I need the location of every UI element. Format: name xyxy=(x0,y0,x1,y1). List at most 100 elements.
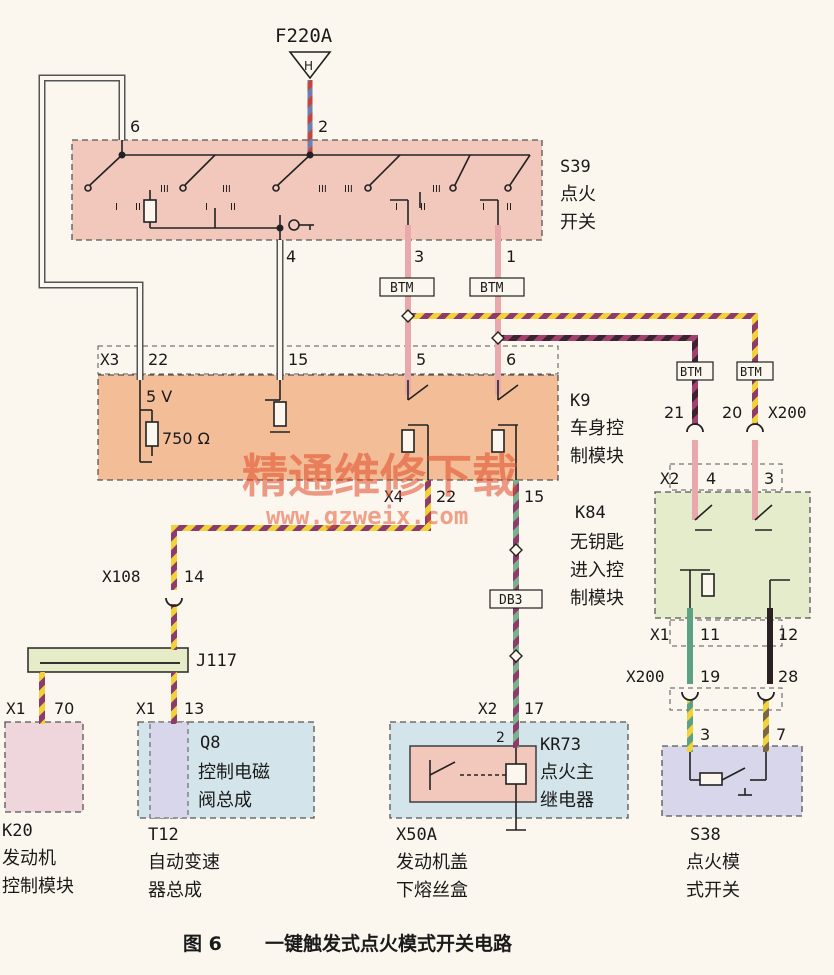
kr73-internals xyxy=(429,748,527,831)
db3-label: DB3 xyxy=(499,593,522,608)
s39-name-1: 点火 xyxy=(560,184,596,205)
j117-splice-bar xyxy=(27,647,189,673)
pin-12: 12 xyxy=(778,625,798,644)
btm-label-4: BTM xyxy=(740,365,762,379)
caption-fig: 图 6 xyxy=(183,933,222,955)
s39-junction-6 xyxy=(118,151,126,159)
s39-name-2: 开关 xyxy=(560,212,596,233)
t12-name-1: 自动变速 xyxy=(148,852,220,873)
pin-4b: 4 xyxy=(706,469,716,488)
x1-k84-label: X1 xyxy=(650,625,669,644)
pos-II-1: II xyxy=(135,202,141,213)
pin-14: 14 xyxy=(184,567,204,586)
pos-I-6: I xyxy=(482,202,485,213)
pin-7: 7 xyxy=(776,725,786,744)
pin-17: 17 xyxy=(524,699,544,718)
k84-name-1: 无钥匙 xyxy=(570,532,624,553)
s39-code: S39 xyxy=(560,157,591,177)
x200-upper-label: X200 xyxy=(768,403,807,422)
k84-name-3: 制模块 xyxy=(570,588,624,609)
btm-tag-x200-20 xyxy=(736,361,774,381)
s38-name-1: 点火模 xyxy=(686,852,740,873)
x1-q8-label: X1 xyxy=(136,699,155,718)
pos-I-1: I xyxy=(115,202,118,213)
x50a-code: X50A xyxy=(396,825,437,845)
pin-15: 15 xyxy=(288,350,308,369)
t12-inner-box xyxy=(149,721,189,819)
pin-22: 22 xyxy=(148,350,168,369)
t12-code: T12 xyxy=(148,825,179,845)
k20-code: K20 xyxy=(2,821,33,841)
watermark-url: www.gzweix.com xyxy=(266,502,468,530)
pin-22b: 22 xyxy=(436,487,456,506)
pos-III-2: III xyxy=(222,184,231,195)
pos-III-4: III xyxy=(344,184,353,195)
x50a-name-1: 发动机盖 xyxy=(396,852,468,873)
pin-1: 1 xyxy=(506,247,516,266)
btm-tag-pin1 xyxy=(469,277,525,297)
k9-name-1: 车身控 xyxy=(570,418,624,439)
kr73-name-2: 继电器 xyxy=(540,790,594,811)
pin-4: 4 xyxy=(286,247,296,266)
s39-junction-2 xyxy=(306,151,314,159)
pin-5: 5 xyxy=(416,350,426,369)
s38-internals xyxy=(689,752,767,796)
pin-15b: 15 xyxy=(524,487,544,506)
s39-switch-internals xyxy=(84,140,531,240)
k9-code: K9 xyxy=(570,391,590,411)
x3-connector-outline xyxy=(97,345,559,375)
watermark-text: 精通维修下载 xyxy=(242,449,518,503)
pos-I-5: I xyxy=(395,202,398,213)
btm-tag-x200-21 xyxy=(676,361,714,381)
k84-name-2: 进入控 xyxy=(570,560,624,581)
x200-lower-label: X200 xyxy=(626,667,665,686)
pin-20: 20 xyxy=(722,403,742,422)
btm-label-3: BTM xyxy=(680,365,702,379)
wire-dark-violet-x200-21 xyxy=(498,335,698,425)
k84-keyless-box xyxy=(654,491,811,619)
k9-voltage: 5 V xyxy=(146,387,172,406)
s38-code: S38 xyxy=(690,825,721,845)
q8-name-1: 控制电磁 xyxy=(198,762,270,783)
pin-28: 28 xyxy=(778,667,798,686)
db3-tag xyxy=(489,589,543,609)
wire-yellow-violet-x200-20 xyxy=(408,313,758,425)
pin-3c: 3 xyxy=(700,725,710,744)
x1-k84-connector xyxy=(669,619,783,647)
pin-70: 70 xyxy=(54,699,74,718)
pin-6: 6 xyxy=(130,117,140,136)
k9-resistor: 750 Ω xyxy=(162,429,210,448)
x2-fuse-label: X2 xyxy=(478,699,497,718)
pos-II-5: II xyxy=(420,202,426,213)
btm-label-2: BTM xyxy=(480,281,504,296)
pos-III-5: III xyxy=(432,184,441,195)
pos-I-2: I xyxy=(205,202,208,213)
x2-k84-connector xyxy=(669,463,783,491)
pos-III-1: III xyxy=(160,184,169,195)
k20-name-1: 发动机 xyxy=(2,848,56,869)
btm-tag-pin3 xyxy=(379,277,435,297)
kr73-code: KR73 xyxy=(540,735,581,755)
pin-21: 21 xyxy=(664,403,684,422)
pin-13: 13 xyxy=(184,699,204,718)
q8-code: Q8 xyxy=(200,733,220,753)
x2-k84-label: X2 xyxy=(660,469,679,488)
wire-white-loop-inner xyxy=(40,76,142,380)
fuse-source-triangle xyxy=(288,51,332,80)
caption-title: 一键触发式点火模式开关电路 xyxy=(265,932,513,955)
kr73-name-1: 点火主 xyxy=(540,762,594,783)
k9-body-control-box xyxy=(97,374,559,481)
x50a-name-2: 下熔丝盒 xyxy=(396,880,468,901)
j117-code: J117 xyxy=(196,651,237,671)
q8-name-2: 阀总成 xyxy=(198,790,252,811)
connector-arcs xyxy=(165,423,775,701)
key-icon xyxy=(288,219,314,231)
btm-label-1: BTM xyxy=(390,281,414,296)
k84-code: K84 xyxy=(575,503,606,523)
k20-ecm-box xyxy=(4,721,84,813)
pos-II-6: II xyxy=(506,202,512,213)
source-label: F220A xyxy=(275,25,333,47)
pin-11: 11 xyxy=(700,625,720,644)
pin-2b: 2 xyxy=(496,730,505,746)
